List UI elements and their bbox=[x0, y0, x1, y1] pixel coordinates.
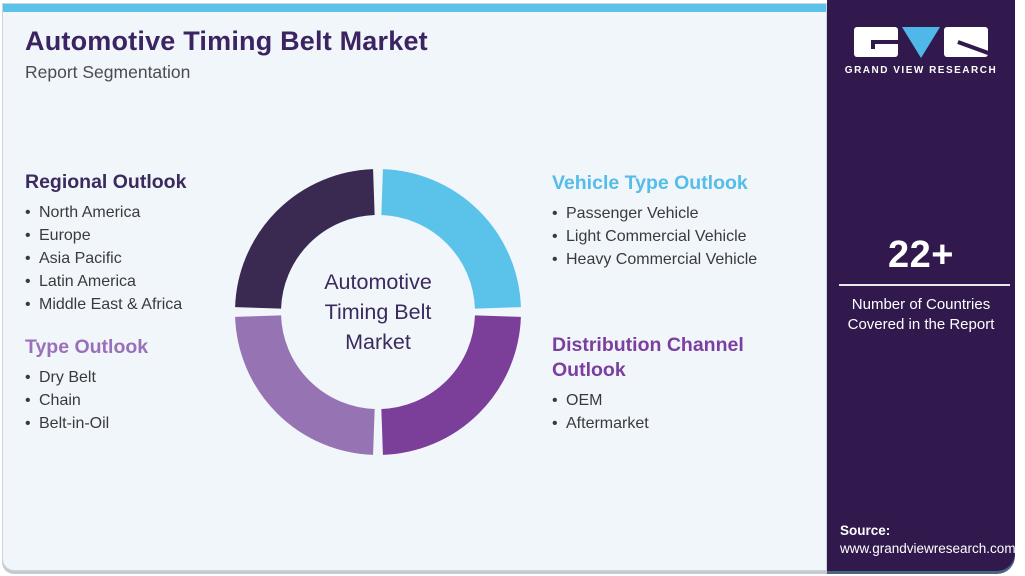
list-item: Heavy Commercial Vehicle bbox=[552, 248, 797, 271]
distribution-channel-outlook-list: OEM Aftermarket bbox=[552, 389, 797, 435]
donut-chart: Automotive Timing Belt Market bbox=[235, 169, 521, 455]
list-item: Asia Pacific bbox=[25, 247, 240, 270]
header: Automotive Timing Belt Market Report Seg… bbox=[25, 26, 428, 83]
logo-v-icon bbox=[902, 27, 940, 58]
right-column: Vehicle Type Outlook Passenger Vehicle L… bbox=[552, 171, 797, 435]
type-outlook-list: Dry Belt Chain Belt-in-Oil bbox=[25, 366, 240, 435]
gvr-logo: GRAND VIEW RESEARCH bbox=[827, 27, 1015, 76]
brand-panel: GRAND VIEW RESEARCH 22+ Number of Countr… bbox=[827, 0, 1016, 571]
list-item: Light Commercial Vehicle bbox=[552, 225, 797, 248]
list-item: North America bbox=[25, 201, 240, 224]
section-regional-outlook: Regional Outlook North America Europe As… bbox=[25, 170, 240, 316]
report-card: Automotive Timing Belt Market Report Seg… bbox=[2, 3, 827, 571]
countries-stat: 22+ Number of Countries Covered in the R… bbox=[827, 234, 1015, 334]
regional-outlook-list: North America Europe Asia Pacific Latin … bbox=[25, 201, 240, 316]
section-type-outlook: Type Outlook Dry Belt Chain Belt-in-Oil bbox=[25, 335, 240, 435]
stat-value: 22+ bbox=[888, 234, 954, 276]
page-title: Automotive Timing Belt Market bbox=[25, 26, 428, 56]
list-item: Dry Belt bbox=[25, 366, 240, 389]
regional-outlook-heading: Regional Outlook bbox=[25, 171, 187, 193]
donut-center: Automotive Timing Belt Market bbox=[235, 169, 521, 455]
logo-g-icon bbox=[854, 27, 898, 57]
distribution-channel-outlook-heading: Distribution Channel Outlook bbox=[552, 334, 744, 381]
page-subtitle: Report Segmentation bbox=[25, 62, 191, 82]
list-item: Latin America bbox=[25, 270, 240, 293]
donut-center-label: Automotive Timing Belt Market bbox=[324, 270, 432, 354]
list-item: Aftermarket bbox=[552, 412, 797, 435]
stat-label: Number of Countries Covered in the Repor… bbox=[847, 296, 995, 333]
vehicle-type-outlook-list: Passenger Vehicle Light Commercial Vehic… bbox=[552, 202, 797, 271]
type-outlook-heading: Type Outlook bbox=[25, 336, 149, 358]
brand-name: GRAND VIEW RESEARCH bbox=[844, 65, 998, 76]
source-label: Source: bbox=[840, 523, 891, 538]
logo-r-icon bbox=[944, 27, 988, 57]
list-item: Middle East & Africa bbox=[25, 293, 240, 316]
stat-divider bbox=[839, 284, 1010, 286]
gvr-logo-icon bbox=[854, 27, 988, 58]
left-column: Regional Outlook North America Europe As… bbox=[25, 170, 240, 435]
list-item: Europe bbox=[25, 224, 240, 247]
list-item: Passenger Vehicle bbox=[552, 202, 797, 225]
vehicle-type-outlook-heading: Vehicle Type Outlook bbox=[552, 172, 748, 194]
list-item: Belt-in-Oil bbox=[25, 412, 240, 435]
source-block: Source: www.grandviewresearch.com bbox=[840, 523, 1016, 556]
list-item: OEM bbox=[552, 389, 797, 412]
top-accent-bar bbox=[3, 4, 826, 12]
section-vehicle-type-outlook: Vehicle Type Outlook Passenger Vehicle L… bbox=[552, 171, 797, 271]
list-item: Chain bbox=[25, 389, 240, 412]
source-url: www.grandviewresearch.com bbox=[840, 541, 1016, 556]
section-distribution-channel-outlook: Distribution Channel Outlook OEM Afterma… bbox=[552, 333, 797, 435]
